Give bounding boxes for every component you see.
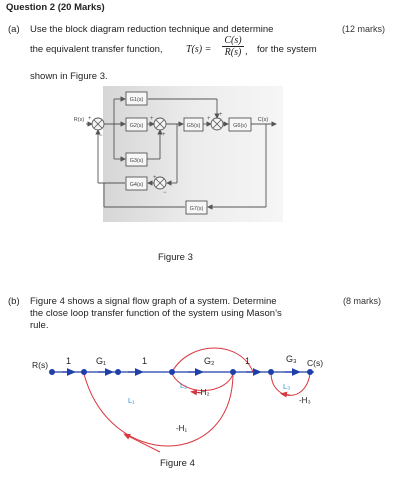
part-b-line1: Figure 4 shows a signal flow graph of a … [30,296,277,307]
figure3-output-label: C(s) [258,117,269,123]
block-g6-label: G6(s) [233,123,247,129]
figure3-input-label: R(s) [74,117,85,123]
block-g4-label: G4(s) [130,182,144,188]
loop-l2-label: L₂ [180,381,187,390]
svg-text:+: + [207,116,211,122]
node-5 [268,369,274,375]
loop-l2-path [171,347,254,373]
svg-text:−: − [99,133,103,139]
transfer-function-fraction: C(s) R(s) [222,35,244,58]
transfer-function-symbol: T(s) = [186,44,212,55]
block-g7 [185,200,208,215]
question-title: Question 2 (20 Marks) [6,2,105,13]
svg-text:+: + [219,112,223,118]
node-1 [81,369,87,375]
loop-l3-label: L₃ [283,382,290,391]
figure4-output-label: C(s) [307,358,323,368]
block-g3 [125,152,148,167]
block-g4 [125,176,148,191]
part-b-line2: the close loop transfer function of the … [30,308,282,319]
part-b-line3: rule. [30,320,49,331]
gain-g3: G₃ [286,354,297,364]
svg-text:+: + [162,132,166,138]
block-g1 [125,91,148,106]
node-4 [230,369,236,375]
block-g2 [125,117,148,132]
part-b-label: (b) [8,296,20,307]
part-a-label: (a) [8,24,20,35]
block-g7-label: G7(s) [190,206,204,212]
svg-text:+: + [150,116,154,122]
svg-text:+: + [153,175,157,181]
tf-denominator: R(s) [222,46,244,58]
feedback-h1: -H₁ [176,424,187,433]
gain-one-b: 1 [142,356,147,366]
node-2 [115,369,121,375]
part-a-line2-prefix: the equivalent transfer function, [30,44,163,55]
gain-g1: G₁ [96,356,106,366]
node-3 [169,369,175,375]
block-g1-label: G1(s) [130,97,144,103]
svg-text:−: − [163,190,167,196]
part-b-marks: (8 marks) [343,296,381,306]
gain-one-c: 1 [245,356,250,366]
loop-l3-path [270,373,311,396]
tf-numerator: C(s) [224,35,242,46]
figure4-input-label: R(s) [32,360,48,370]
feedback-h3: -H₃ [299,396,311,405]
part-a-line3: shown in Figure 3. [30,71,108,82]
svg-text:+: + [88,116,92,122]
figure-3-caption: Figure 3 [158,252,193,263]
feedback-h2: -H₂ [198,388,210,397]
loop-l1-path [83,373,234,447]
block-g3-label: G3(s) [130,158,144,164]
tf-comma: , [245,46,248,57]
gain-g2: G₂ [204,356,215,366]
part-a-line1: Use the block diagram reduction techniqu… [30,24,274,35]
block-g5-label: G5(s) [187,123,201,129]
block-g2-label: G2(s) [130,123,144,129]
part-a-marks: (12 marks) [342,24,386,34]
part-a-line2-suffix: for the system [257,44,317,55]
figure-4-caption: Figure 4 [160,458,195,469]
node-output [307,369,313,375]
block-g5 [183,117,204,132]
loop-l1-label: L₁ [128,396,135,405]
block-g6 [228,117,252,132]
node-input [49,369,55,375]
loop-l2-return [171,373,234,391]
gain-one-a: 1 [66,356,71,366]
